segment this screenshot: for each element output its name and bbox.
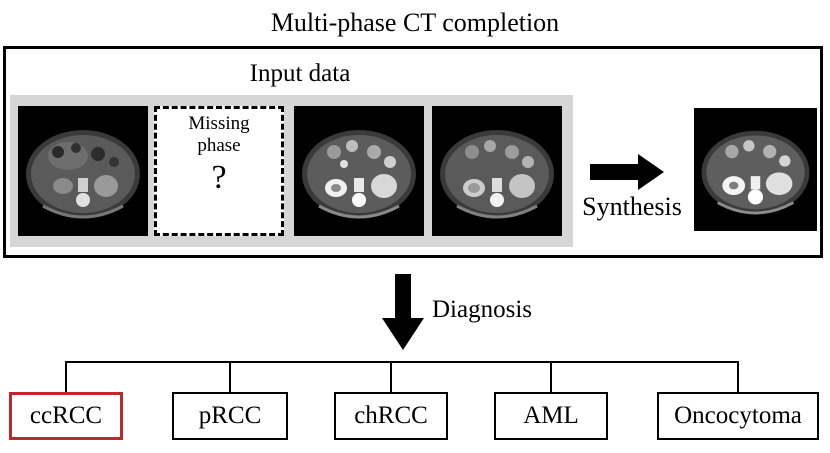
synthesis-arrow bbox=[590, 154, 664, 190]
missing-phase-box: Missing phase ? bbox=[154, 106, 284, 236]
diagnosis-arrow bbox=[382, 274, 424, 350]
ct-phase-image-4 bbox=[432, 106, 562, 236]
class-box-aml: AML bbox=[494, 392, 608, 440]
class-box-chrcc: chRCC bbox=[334, 392, 448, 440]
class-tree-connector bbox=[65, 361, 739, 393]
diagnosis-label: Diagnosis bbox=[432, 296, 532, 323]
ct-phase-image-3 bbox=[294, 106, 424, 236]
ct-phase-image-1 bbox=[18, 106, 148, 236]
class-box-oncocytoma: Oncocytoma bbox=[657, 392, 819, 440]
missing-phase-label-line2: phase bbox=[197, 135, 241, 156]
class-box-prcc: pRCC bbox=[172, 392, 288, 440]
synthesized-ct-image bbox=[694, 108, 817, 231]
missing-phase-label-line1: Missing bbox=[188, 113, 250, 134]
synthesis-label: Synthesis bbox=[582, 192, 682, 221]
question-mark: ? bbox=[211, 159, 227, 196]
class-box-ccrcc: ccRCC bbox=[9, 392, 123, 440]
diagram-title: Multi-phase CT completion bbox=[270, 8, 560, 37]
input-data-label: Input data bbox=[249, 60, 351, 87]
input-frame bbox=[3, 46, 823, 258]
